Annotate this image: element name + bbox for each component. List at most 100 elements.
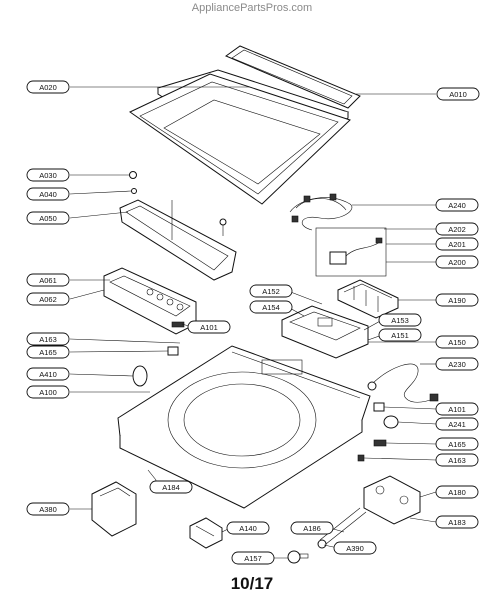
callout-label: A061: [39, 276, 57, 285]
leader-a163a: [69, 338, 181, 344]
callout-bubble: [435, 437, 479, 451]
callout-label: A100: [39, 388, 57, 397]
callout-bubble: [435, 417, 479, 431]
wire-harness-drawing: [289, 193, 353, 231]
leader-a062: [69, 289, 105, 300]
callout-bubble: [187, 320, 231, 334]
water-valve-drawing: [337, 279, 399, 319]
callout-bubble: [435, 453, 479, 467]
callout-a040: A040: [26, 187, 70, 201]
leader-a040: [69, 190, 132, 195]
callout-a240: A240: [435, 198, 479, 212]
callout-bubble: [435, 222, 479, 236]
callout-a165a: A165: [26, 345, 70, 359]
callout-bubble: [26, 187, 70, 201]
power-cord-drawing: [367, 363, 439, 403]
callout-label: A101: [200, 323, 218, 332]
callout-a202: A202: [435, 222, 479, 236]
callout-a020: A020: [26, 80, 70, 94]
callout-a152: A152: [249, 284, 293, 298]
leader-a410: [69, 373, 134, 377]
callout-a154: A154: [249, 300, 293, 314]
callout-bubble: [436, 87, 480, 101]
callout-label: A152: [262, 287, 280, 296]
lid-lock-drawing: [189, 517, 223, 549]
callout-label: A157: [244, 554, 262, 563]
callout-bubble: [378, 328, 422, 342]
callouts: A020A010A030A040A050A240A202A201A200A061…: [26, 80, 480, 565]
callout-a101b: A101: [435, 402, 479, 416]
callout-label: A020: [39, 83, 57, 92]
clips-drawing: [132, 346, 399, 462]
callout-a180: A180: [435, 485, 479, 499]
callout-label: A190: [448, 296, 466, 305]
callout-a230: A230: [435, 357, 479, 371]
callout-label: A151: [391, 331, 409, 340]
callout-a100: A100: [26, 385, 70, 399]
callout-a062: A062: [26, 292, 70, 306]
callout-a163b: A163: [435, 453, 479, 467]
callout-bubble: [249, 284, 293, 298]
leader-a241: [397, 421, 437, 425]
callout-a165b: A165: [435, 437, 479, 451]
callout-bubble: [435, 293, 479, 307]
callout-bubble: [290, 521, 334, 535]
callout-a061: A061: [26, 273, 70, 287]
callout-bubble: [378, 313, 422, 327]
callout-label: A030: [39, 171, 57, 180]
callout-a241: A241: [435, 417, 479, 431]
callout-bubble: [435, 237, 479, 251]
callout-label: A241: [448, 420, 466, 429]
callout-bubble: [435, 255, 479, 269]
callout-a140: A140: [226, 521, 270, 535]
callout-bubble: [26, 345, 70, 359]
inlet-valve-drawing: [287, 475, 421, 564]
lid-hardware-drawing: [129, 171, 227, 236]
callout-a186: A186: [290, 521, 334, 535]
callout-bubble: [249, 300, 293, 314]
leader-a163b: [363, 457, 437, 461]
callout-bubble: [26, 80, 70, 94]
callout-bubble: [26, 332, 70, 346]
callout-bubble: [26, 292, 70, 306]
callout-label: A201: [448, 240, 466, 249]
leader-a180: [419, 491, 437, 498]
callout-label: A184: [162, 483, 180, 492]
callout-bubble: [333, 541, 377, 555]
callout-label: A101: [448, 405, 466, 414]
callout-bubble: [26, 273, 70, 287]
callout-a410: A410: [26, 367, 70, 381]
callout-a163a: A163: [26, 332, 70, 346]
callout-bubble: [26, 168, 70, 182]
lid-assembly-drawing: [129, 45, 361, 205]
callout-bubble: [435, 357, 479, 371]
page-number: 10/17: [230, 574, 274, 593]
callout-a157: A157: [231, 551, 275, 565]
callout-label: A150: [448, 338, 466, 347]
callout-label: A050: [39, 214, 57, 223]
callout-bubble: [435, 485, 479, 499]
callout-bubble: [26, 367, 70, 381]
callout-label: A154: [262, 303, 280, 312]
callout-label: A390: [346, 544, 364, 553]
callout-a050: A050: [26, 211, 70, 225]
callout-bubble: [435, 335, 479, 349]
callout-label: A180: [448, 488, 466, 497]
callout-a151: A151: [378, 328, 422, 342]
callout-label: A165: [39, 348, 57, 357]
callout-label: A153: [391, 316, 409, 325]
callout-bubble: [435, 198, 479, 212]
callout-a390: A390: [333, 541, 377, 555]
callout-a101a: A101: [187, 320, 231, 334]
callout-bubble: [435, 402, 479, 416]
callout-label: A200: [448, 258, 466, 267]
callout-a380: A380: [26, 502, 70, 516]
callout-label: A186: [303, 524, 321, 533]
callout-bubble: [435, 515, 479, 529]
watermark: AppliancePartsPros.com: [191, 2, 313, 14]
top-cover-drawing: [117, 345, 371, 509]
leader-a101b: [383, 406, 437, 410]
callout-bubble: [26, 211, 70, 225]
